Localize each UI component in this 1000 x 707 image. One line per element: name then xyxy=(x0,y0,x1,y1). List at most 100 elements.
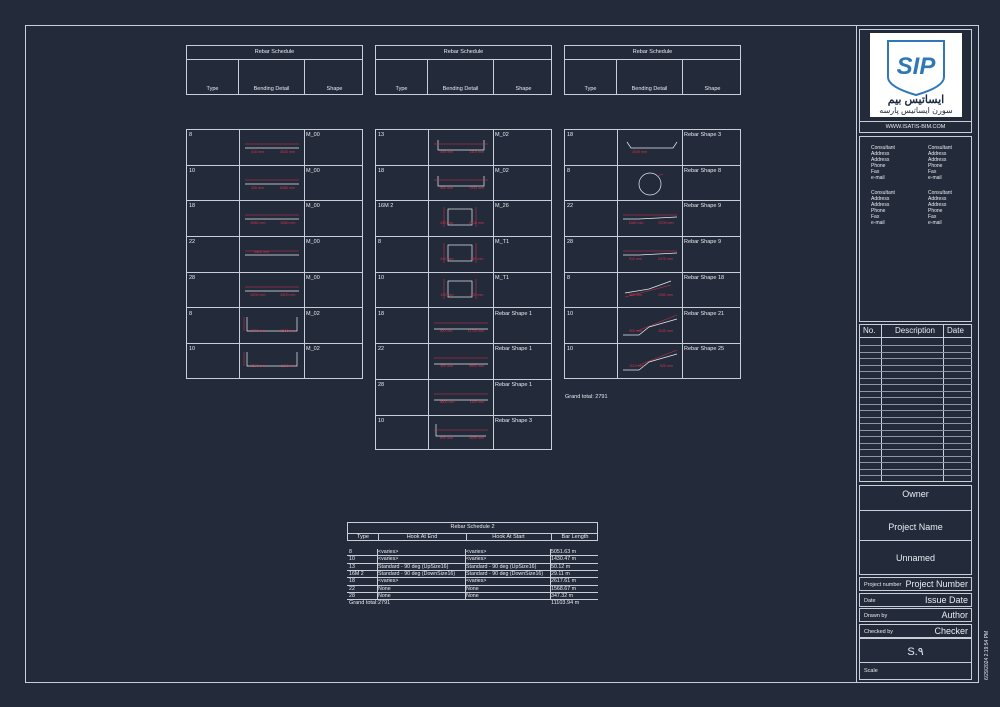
row-type: 8 xyxy=(378,239,382,246)
schedule2-col-length: Bar Length xyxy=(561,534,589,540)
consultant-line: Fax xyxy=(871,214,880,220)
title-field: Project number Project Number xyxy=(859,577,972,591)
schedule-header-3: Rebar Schedule Type Bending Detail Shape xyxy=(564,45,741,95)
dimension-label: 1580 mm xyxy=(628,221,644,226)
table-row: 28 Rebar Shape 9 910 mm 2470 mm xyxy=(565,237,740,273)
dimension-label: 3800 mm xyxy=(439,399,455,404)
table-row: 18 <varies> <varies> 2617.61 m xyxy=(347,578,598,586)
logo-panel xyxy=(859,29,972,133)
table-row: 22 Rebar Shape 9 1580 mm 5700 mm xyxy=(565,201,740,238)
cell-hook-end: None xyxy=(378,585,391,592)
row-shape: Rebar Shape 21 xyxy=(684,310,725,317)
bending-detail-drawing xyxy=(434,393,488,401)
col-shape: Shape xyxy=(326,86,343,92)
row-shape: M_T1 xyxy=(495,274,510,281)
dimension-label: 2040 mm xyxy=(632,150,648,154)
row-type: 28 xyxy=(189,274,196,281)
bending-detail-drawing xyxy=(245,286,299,292)
title-field: Date Issue Date xyxy=(859,592,972,607)
dimension-label: 300 mm xyxy=(440,364,453,369)
cell-bar-length: 1568.67 m xyxy=(551,585,577,592)
field-label: Date xyxy=(864,597,876,604)
row-type: 8 xyxy=(567,167,571,174)
bending-detail-drawing xyxy=(245,250,299,256)
bending-detail-drawing xyxy=(638,172,664,196)
bending-detail-drawing xyxy=(434,322,488,329)
row-type: 10 xyxy=(189,167,196,174)
dimension-label: 560 mm xyxy=(440,185,453,190)
cell-type: 8 xyxy=(349,549,352,555)
dimension-label: 1940 mm xyxy=(469,185,484,190)
schedule2-header: Rebar Schedule 2 Type Hook At End Hook A… xyxy=(347,522,598,541)
col-type: Type xyxy=(187,59,239,94)
row-shape: M_02 xyxy=(495,132,509,138)
dimension-label: 9800 mm xyxy=(469,364,484,369)
table-row: 8 <varies> <varies> 5051.63 m xyxy=(347,549,598,557)
dimension-label: 3530 mm xyxy=(280,150,295,154)
col-bending-detail: Bending Detail xyxy=(617,59,683,94)
bending-detail-drawing xyxy=(626,141,678,149)
schedule-title: Rebar Schedule xyxy=(187,46,362,60)
row-shape: M_00 xyxy=(306,167,320,174)
logo-mark-icon: SIP xyxy=(887,40,945,97)
sheet-number: S.۹ xyxy=(907,646,924,658)
consultant-line: Consultant xyxy=(928,190,952,196)
cell-type: 13 xyxy=(349,563,355,570)
consultant-line: Address xyxy=(871,151,890,157)
schedule-grid-3: 18 Rebar Shape 3 2040 mm 8 Rebar Shape 8… xyxy=(564,129,741,379)
table-row: 22 Rebar Shape 1 300 mm 9800 mm xyxy=(376,344,551,380)
row-type: 8 xyxy=(189,132,193,138)
cell-hook-end: <varies> xyxy=(378,578,399,585)
scale-label: Scale xyxy=(864,668,878,674)
schedule-header-2: Rebar Schedule Type Bending Detail Shape xyxy=(375,45,552,95)
cell-type: 22 xyxy=(349,585,355,592)
dimension-label: 430 mm xyxy=(440,221,453,226)
dimension-label: 11720 mm xyxy=(467,328,485,333)
field-label: Project number xyxy=(864,582,902,588)
timestamp: 6/29/2024 2:19:54 PM xyxy=(984,630,990,680)
dimension-label: 610 mm xyxy=(440,257,454,262)
table-row: 28 Rebar Shape 1 3800 mm 1100 mm xyxy=(376,380,551,416)
cell-bar-length: 50.12 m xyxy=(551,563,571,570)
bending-detail-drawing xyxy=(443,207,477,228)
col-bending-detail: Bending Detail xyxy=(239,59,305,94)
col-shape: Shape xyxy=(704,86,721,92)
row-type: 13 xyxy=(378,132,385,138)
consultant-line: Fax xyxy=(871,169,880,175)
col-type: Type xyxy=(376,59,428,94)
table-row: 16M 2 M_26 430 mm 2710 mm xyxy=(376,201,551,238)
col-bending-detail: Bending Detail xyxy=(428,59,494,94)
sheet-name: Unnamed xyxy=(895,553,936,563)
consultant-line: Consultant xyxy=(928,145,952,151)
revision-col-description: Description xyxy=(894,326,935,335)
cell-type: 28 xyxy=(349,592,355,599)
schedule2-grand-total-count: 2791 xyxy=(378,600,391,606)
field-label: Drawn by xyxy=(864,613,888,619)
schedule2-col-hook-end: Hook At End xyxy=(406,534,438,540)
bending-detail-drawing xyxy=(243,316,298,331)
bending-detail-drawing xyxy=(434,357,488,365)
consultant-line: Address xyxy=(871,157,890,163)
row-type: 10 xyxy=(378,274,385,281)
consultant-line: e-mail xyxy=(871,175,885,181)
field-value: Checker xyxy=(934,625,968,636)
dimension-label: 5080 mm xyxy=(280,221,296,226)
dimension-label: 420 mm xyxy=(440,292,454,297)
cell-hook-start: <varies> xyxy=(466,549,487,555)
field-value: Project Number xyxy=(905,579,968,589)
dimension-label: 6080 mm xyxy=(280,185,295,190)
row-shape: M_00 xyxy=(306,203,320,210)
schedule2-title: Rebar Schedule 2 xyxy=(450,524,495,530)
row-type: 22 xyxy=(378,346,385,353)
dimension-label: 6400 mm xyxy=(280,292,296,297)
col-type: Type xyxy=(565,59,617,94)
row-shape: M_02 xyxy=(306,346,320,353)
row-type: 28 xyxy=(378,381,385,388)
table-row: 8 Rebar Shape 8 xyxy=(565,166,740,202)
dimension-label: 5080 mm xyxy=(250,221,266,226)
consultant-line: Consultant xyxy=(871,190,895,196)
dimension-label: 620 mm xyxy=(470,292,484,297)
row-shape: M_26 xyxy=(495,203,509,210)
schedule2-grand-total-length: 11103.94 m xyxy=(551,600,580,606)
